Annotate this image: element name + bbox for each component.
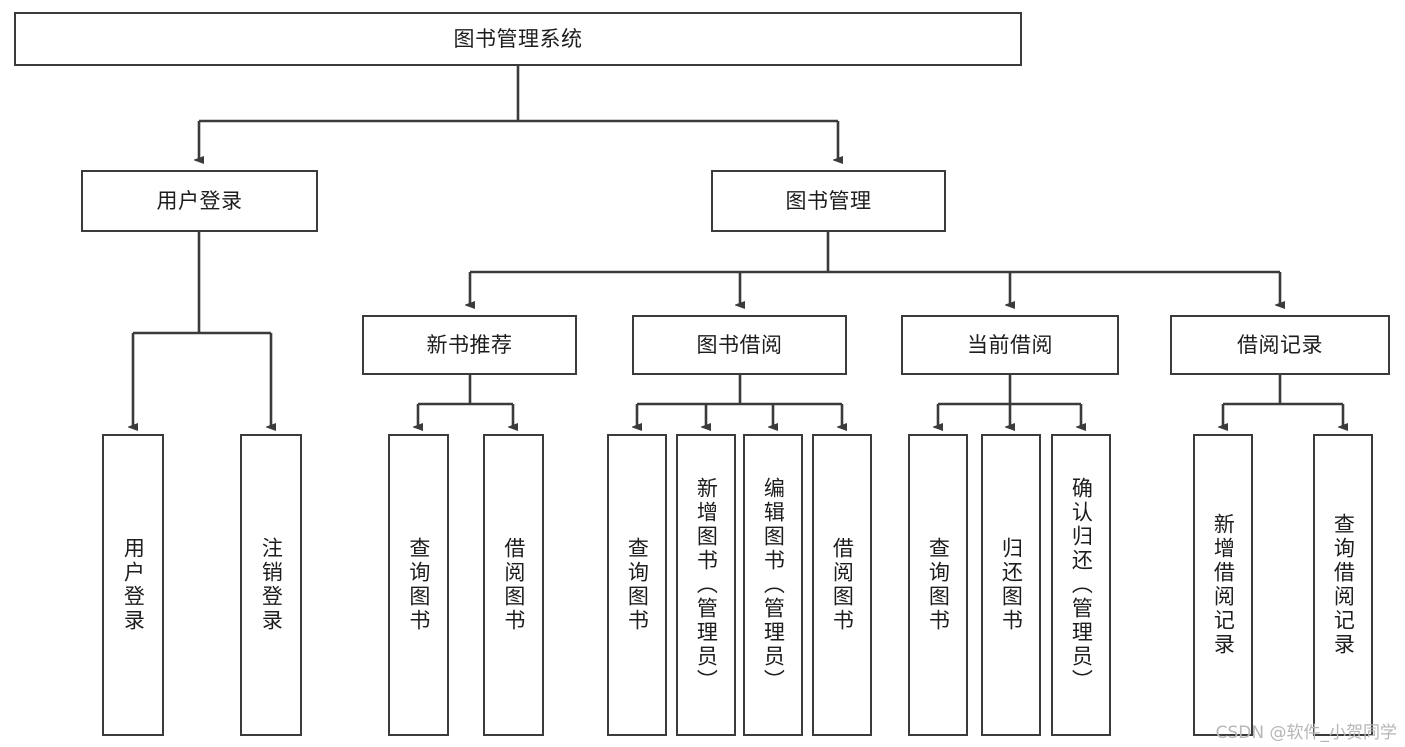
node-label: 借阅图书	[501, 537, 526, 633]
leaf-user-login-login[interactable]: 用户登录	[102, 434, 164, 736]
node-root-book-management-system[interactable]: 图书管理系统	[14, 12, 1022, 66]
node-book-management[interactable]: 图书管理	[711, 170, 946, 232]
leaf-user-login-logout[interactable]: 注销登录	[240, 434, 302, 736]
csdn-watermark: CSDN @软件_小贺同学	[1215, 723, 1397, 743]
node-label: 借阅图书	[830, 537, 855, 633]
node-book-borrow[interactable]: 图书借阅	[632, 315, 847, 375]
node-label: 查询图书	[406, 537, 431, 633]
node-label: 编辑图书（管理员）	[761, 477, 786, 693]
node-new-book-recommend[interactable]: 新书推荐	[362, 315, 577, 375]
node-label: 当前借阅	[967, 332, 1053, 357]
node-label: 查询图书	[625, 537, 650, 633]
leaf-new-book-borrow-books[interactable]: 借阅图书	[483, 434, 544, 736]
node-label: 图书管理系统	[453, 26, 583, 51]
leaf-book-borrow-edit-book-admin[interactable]: 编辑图书（管理员）	[743, 434, 803, 736]
node-label: 图书借阅	[696, 332, 783, 357]
leaf-book-borrow-query-books[interactable]: 查询图书	[607, 434, 667, 736]
node-label: 新增借阅记录	[1211, 513, 1236, 657]
node-user-login[interactable]: 用户登录	[81, 170, 318, 232]
node-borrow-record[interactable]: 借阅记录	[1170, 315, 1390, 375]
node-label: 查询借阅记录	[1331, 513, 1356, 657]
node-label: 注销登录	[259, 537, 284, 633]
leaf-borrow-record-add-record[interactable]: 新增借阅记录	[1193, 434, 1253, 736]
node-label: 归还图书	[999, 537, 1024, 633]
node-label: 新增图书（管理员）	[694, 477, 719, 693]
node-label: 用户登录	[156, 188, 243, 213]
node-label: 新书推荐	[426, 332, 513, 357]
leaf-new-book-query-books[interactable]: 查询图书	[388, 434, 449, 736]
node-label: 借阅记录	[1237, 332, 1323, 357]
node-label: 查询图书	[926, 537, 951, 633]
leaf-book-borrow-add-book-admin[interactable]: 新增图书（管理员）	[676, 434, 736, 736]
node-label: 用户登录	[121, 537, 146, 633]
leaf-current-borrow-confirm-return-admin[interactable]: 确认归还（管理员）	[1051, 434, 1111, 736]
node-label: 图书管理	[785, 188, 872, 213]
leaf-book-borrow-borrow-books[interactable]: 借阅图书	[812, 434, 872, 736]
leaf-current-borrow-query-books[interactable]: 查询图书	[908, 434, 968, 736]
leaf-borrow-record-query-record[interactable]: 查询借阅记录	[1313, 434, 1373, 736]
node-current-borrow[interactable]: 当前借阅	[901, 315, 1119, 375]
leaf-current-borrow-return-books[interactable]: 归还图书	[981, 434, 1041, 736]
node-label: 确认归还（管理员）	[1069, 477, 1094, 693]
